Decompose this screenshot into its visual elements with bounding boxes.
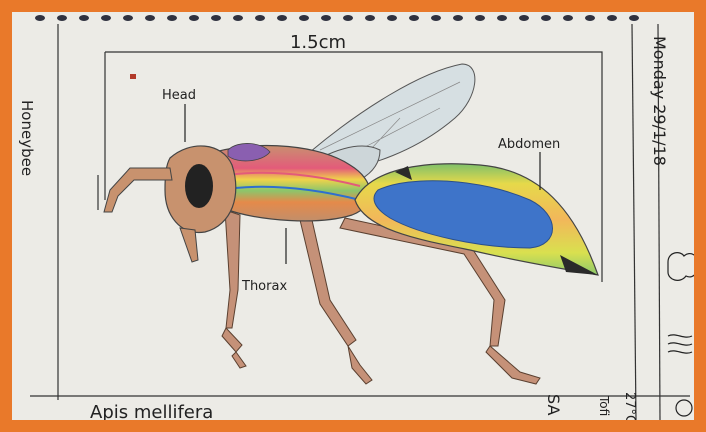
- date-label: Monday 29/1/18: [650, 36, 669, 166]
- dimension-label: 1.5cm: [290, 32, 346, 53]
- honeybee-sketch: 1.5cm Head Thorax Abdomen Honeybee Monda…: [12, 12, 694, 420]
- sun-icon: [676, 400, 692, 416]
- thorax-label: Thorax: [241, 279, 287, 294]
- head-drawing: [104, 146, 236, 262]
- note-temperature: 27°C: [622, 392, 637, 420]
- note-tofi: Tofi: [597, 395, 611, 416]
- notebook-paper: 1.5cm Head Thorax Abdomen Honeybee Monda…: [12, 12, 694, 420]
- head-label: Head: [162, 88, 196, 103]
- note-sa: SA: [544, 394, 563, 415]
- small-red-mark: [130, 74, 136, 79]
- abdomen-label: Abdomen: [498, 137, 560, 152]
- cloud-icon: [668, 253, 694, 281]
- wind-icon: [668, 335, 692, 353]
- side-title-honeybee: Honeybee: [18, 100, 36, 176]
- notebook-binding-dots: [35, 15, 639, 21]
- scientific-name: Apis mellifera: [90, 402, 213, 420]
